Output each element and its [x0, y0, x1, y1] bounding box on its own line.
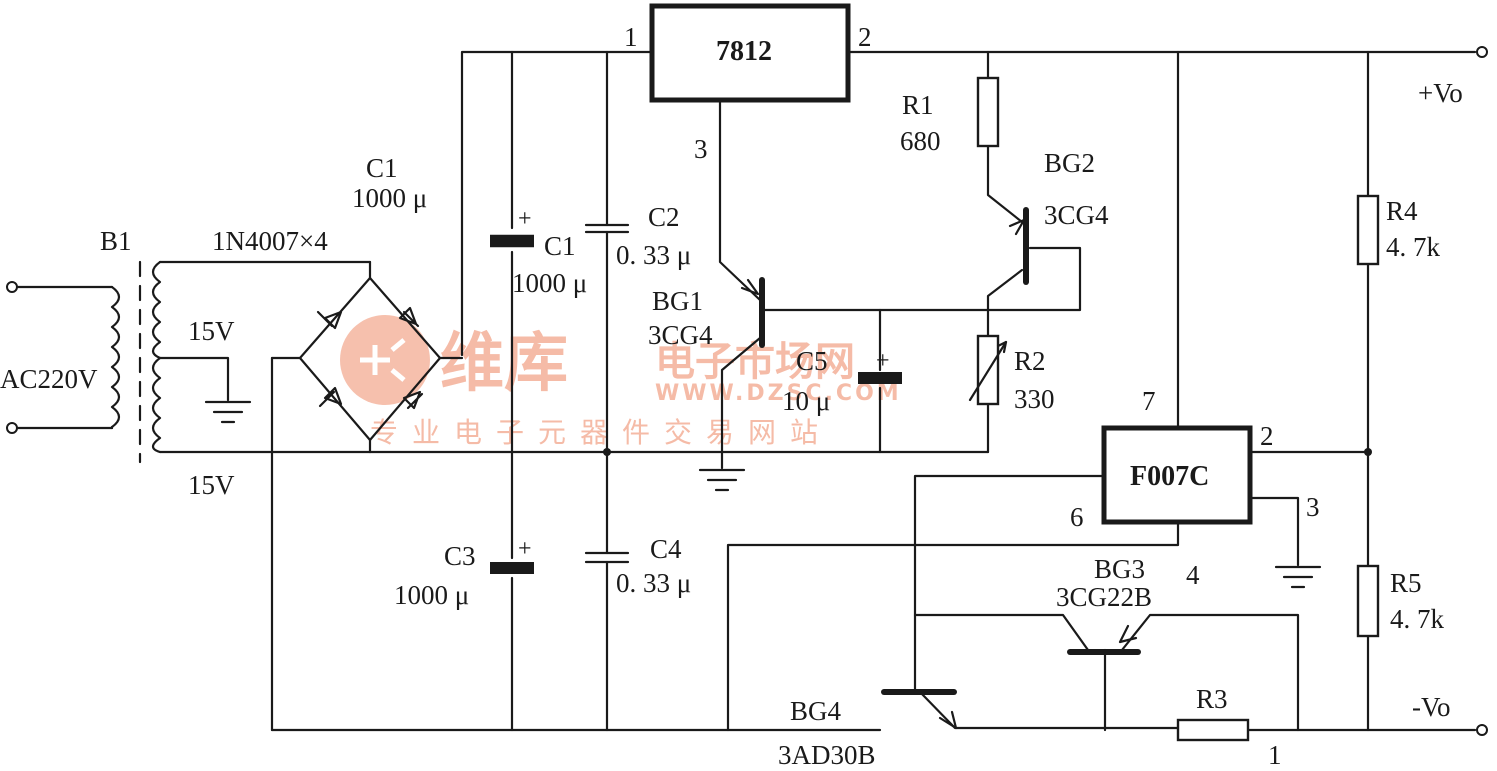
c3-plus: + [518, 536, 532, 562]
watermark-brand2: 电子市场网 [655, 339, 855, 385]
wires [12, 50, 1477, 732]
c5-name: C5 [796, 346, 828, 376]
secondary-lower-label: 15V [188, 470, 235, 500]
c4-value: 0. 33 μ [616, 568, 691, 598]
transistor-bg3: BG3 3CG22B [1056, 554, 1152, 655]
opamp-pin7: 7 [1142, 386, 1156, 416]
c2-value: 0. 33 μ [616, 240, 691, 270]
r5-name: R5 [1390, 568, 1422, 598]
diode-icon [402, 390, 424, 410]
c1-top-name: C1 [366, 153, 398, 183]
watermark-brand: 维库 [440, 327, 568, 401]
transistor-bg4: BG4 3AD30B [778, 689, 958, 770]
r2-value: 330 [1014, 384, 1055, 414]
c1-name: C1 [544, 231, 576, 261]
c2-name: C2 [648, 202, 680, 232]
opamp-pin2: 2 [1260, 421, 1274, 451]
output-node-label: 1 [1268, 740, 1282, 770]
bg1-type: 3CG4 [648, 320, 713, 350]
bg3-type: 3CG22B [1056, 582, 1152, 612]
c1-top-value: 1000 μ [352, 183, 427, 213]
positive-output-label: +Vo [1418, 78, 1463, 108]
regulator-name: 7812 [716, 36, 772, 67]
r4-value: 4. 7k [1386, 232, 1441, 262]
capacitor-c3: + C3 1000 μ [394, 536, 534, 610]
r1-value: 680 [900, 126, 941, 156]
transformer-input-label: AC220V [0, 364, 98, 394]
bg4-name: BG4 [790, 696, 842, 726]
opamp-name: F007C [1130, 461, 1209, 492]
bg1-name: BG1 [652, 286, 703, 316]
c3-value: 1000 μ [394, 580, 469, 610]
positive-output-terminal [1476, 46, 1488, 58]
c1-value: 1000 μ [512, 268, 587, 298]
transistor-bg1: BG1 3CG4 [648, 277, 765, 350]
opamp-pin3: 3 [1306, 492, 1320, 522]
watermark: 维库 电子市场网 WWW.DZSC.COM 专业电子元器件交易网站 [340, 315, 902, 449]
c1-plus: + [518, 206, 532, 232]
regulator-pin2: 2 [858, 22, 872, 52]
r3-name: R3 [1196, 684, 1228, 714]
resistor-r1: R1 680 [900, 76, 1000, 156]
capacitor-c5: + C5 10 μ [782, 346, 902, 416]
ac-terminal-top [6, 281, 18, 293]
bg4-type: 3AD30B [778, 740, 876, 770]
r1-name: R1 [902, 90, 934, 120]
c4-name: C4 [650, 534, 682, 564]
resistor-r4: R4 4. 7k [1356, 194, 1441, 266]
negative-output-label: -Vo [1412, 692, 1451, 722]
negative-output-terminal [1476, 724, 1488, 736]
c3-name: C3 [444, 541, 476, 571]
capacitor-c4: C4 0. 33 μ [584, 534, 691, 598]
transformer-b1: B1 AC220V 15V 15V [0, 226, 235, 500]
opamp-pin6: 6 [1070, 502, 1084, 532]
opamp-f007c: F007C 7 2 3 6 4 [1070, 386, 1320, 590]
bg2-name: BG2 [1044, 148, 1095, 178]
ground-icon [204, 400, 252, 424]
transistor-bg2: BG2 3CG4 [1008, 148, 1109, 285]
terminals [6, 46, 1488, 736]
watermark-url: WWW.DZSC.COM [655, 381, 902, 406]
regulator-7812: 7812 1 2 3 [624, 3, 872, 164]
r4-name: R4 [1386, 196, 1418, 226]
secondary-upper-label: 15V [188, 316, 235, 346]
bridge-label: 1N4007×4 [212, 226, 328, 256]
diode-icon [398, 306, 420, 328]
bg3-name: BG3 [1094, 554, 1145, 584]
bridge-rectifier: 1N4007×4 [212, 226, 464, 442]
resistor-r2: R2 330 [968, 334, 1055, 414]
ground-icon [698, 468, 746, 492]
junction-dots [603, 448, 1372, 456]
watermark-logo-icon [340, 315, 430, 405]
r2-name: R2 [1014, 346, 1046, 376]
transformer-name: B1 [100, 226, 132, 256]
resistor-r5: R5 4. 7k [1356, 564, 1445, 638]
watermark-slogan: 专业电子元器件交易网站 [370, 416, 832, 449]
bg2-type: 3CG4 [1044, 200, 1109, 230]
c5-value: 10 μ [782, 386, 830, 416]
regulator-pin3: 3 [694, 134, 708, 164]
regulator-pin1: 1 [624, 22, 638, 52]
r5-value: 4. 7k [1390, 604, 1445, 634]
c5-plus: + [876, 348, 890, 374]
ground-icon [1274, 565, 1322, 589]
opamp-pin4: 4 [1186, 560, 1200, 590]
diode-icon [318, 386, 343, 408]
capacitor-c1: + C1 1000 μ C1 1000 μ [352, 153, 587, 298]
diode-icon [316, 310, 343, 330]
ac-terminal-bottom [6, 422, 18, 434]
resistor-r3: R3 [1176, 684, 1250, 742]
capacitor-c2: C2 0. 33 μ [584, 202, 691, 270]
